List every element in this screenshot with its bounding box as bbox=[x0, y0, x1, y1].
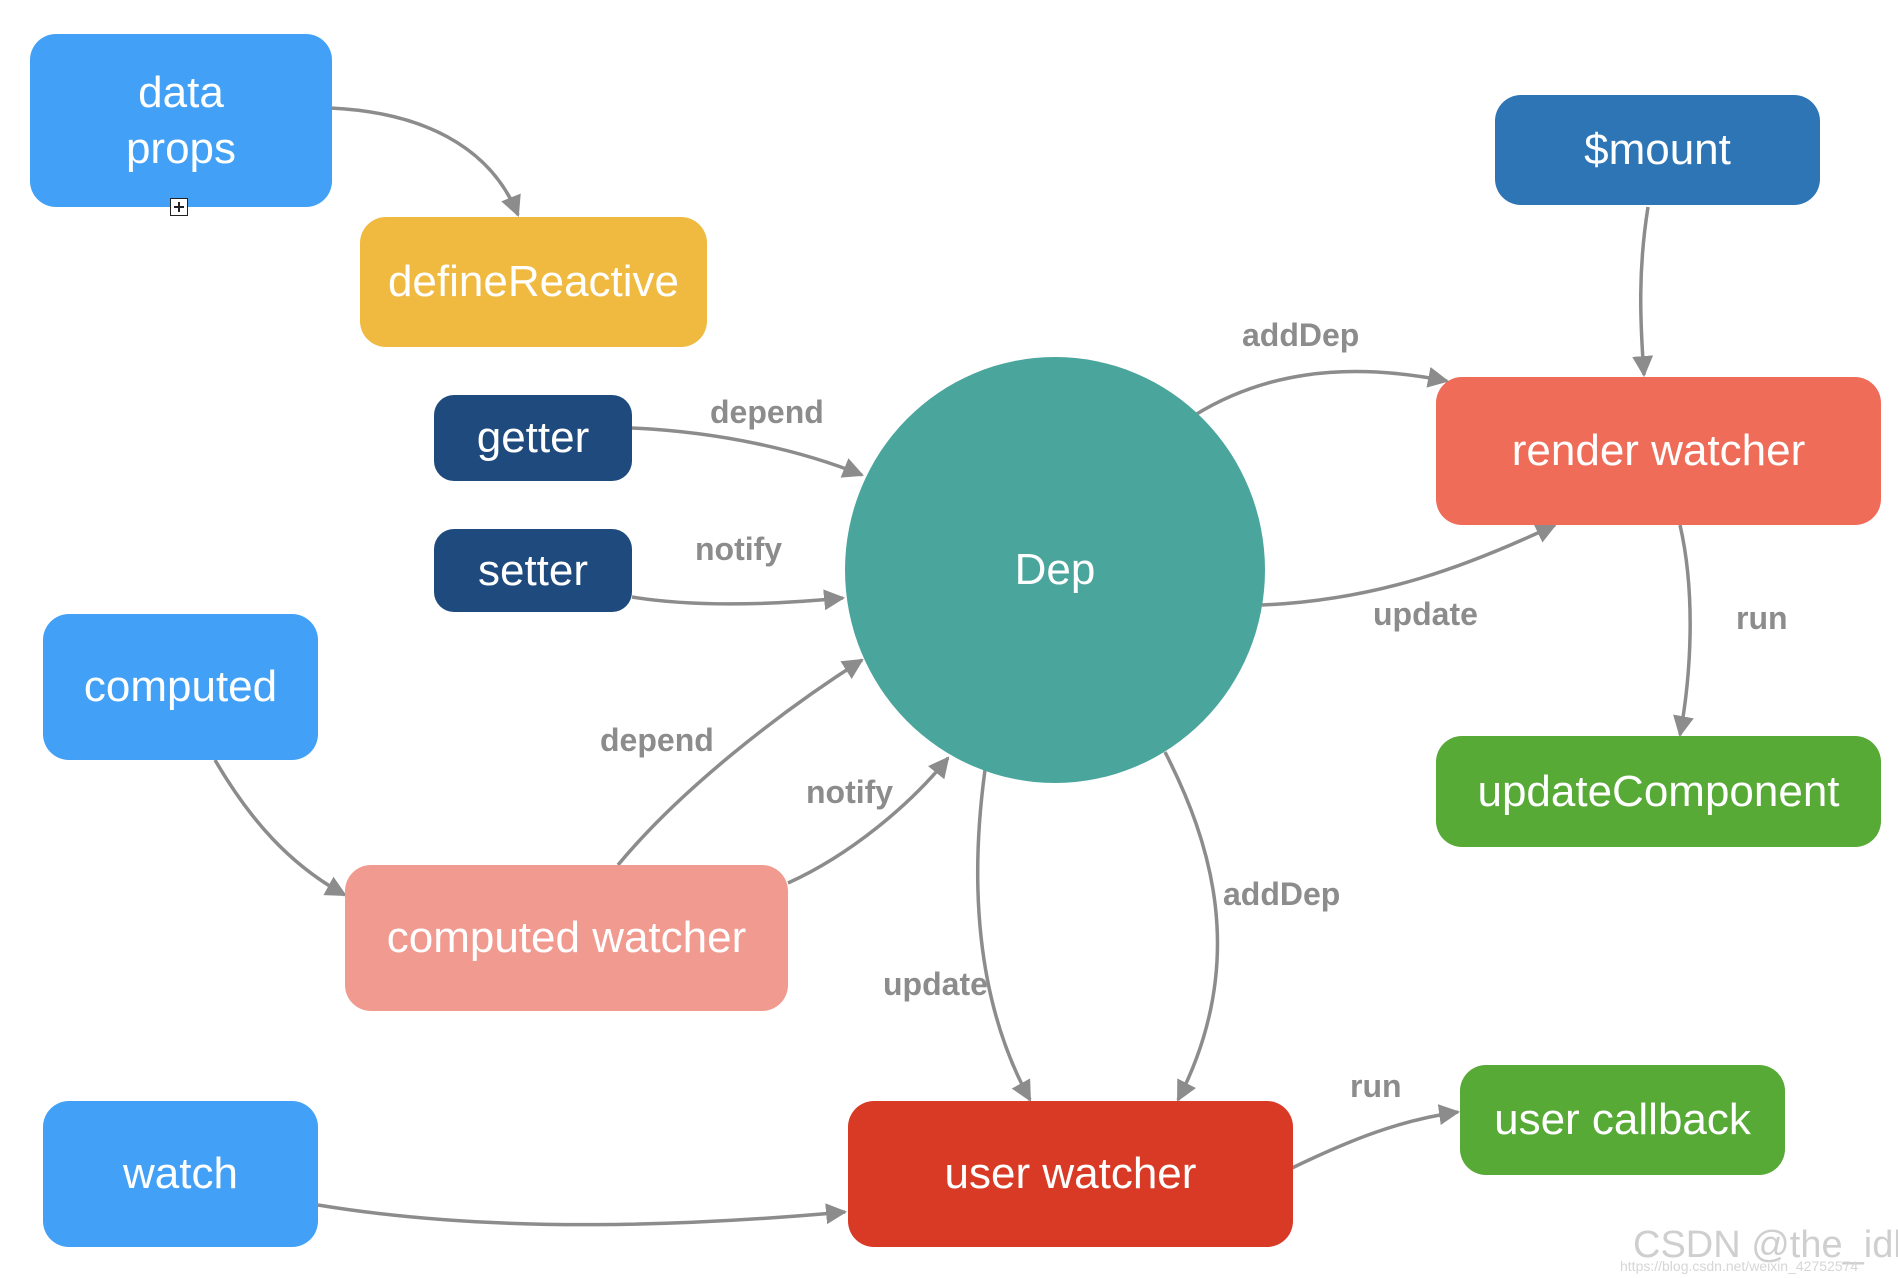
node-data-props: data props bbox=[30, 34, 332, 207]
edge-dep-userwatcher-update bbox=[975, 769, 1032, 1102]
node-setter-label: setter bbox=[477, 545, 589, 595]
node-user-watcher: user watcher bbox=[848, 1101, 1293, 1247]
edge-getter-dep-depend bbox=[631, 426, 864, 478]
expand-toggle-icon[interactable] bbox=[170, 198, 188, 216]
edge-dep-renderwatcher-adddep bbox=[1194, 367, 1450, 417]
edge-label-dep-userwatcher-update: update bbox=[883, 966, 988, 1002]
edge-label-userwatcher-run: run bbox=[1350, 1068, 1402, 1104]
watermark-text: CSDN @the_idle bbox=[1633, 1224, 1898, 1266]
edge-label-computedwatcher-depend: depend bbox=[600, 722, 714, 758]
edge-label-dep-renderwatcher-adddep: addDep bbox=[1242, 317, 1360, 353]
node-watch-label: watch bbox=[123, 1149, 238, 1198]
node-update-component: updateComponent bbox=[1436, 736, 1881, 847]
node-mount-label: $mount bbox=[1584, 125, 1731, 174]
node-setter: setter bbox=[434, 529, 632, 612]
edge-dep-renderwatcher-update bbox=[1261, 523, 1557, 607]
node-watch: watch bbox=[43, 1101, 318, 1247]
node-update-component-label: updateComponent bbox=[1477, 766, 1840, 816]
edge-dataprops-definereactive bbox=[329, 106, 521, 217]
node-user-callback-label: user callback bbox=[1494, 1095, 1751, 1144]
node-computed-label: computed bbox=[83, 662, 278, 711]
edge-label-dep-userwatcher-adddep: addDep bbox=[1223, 876, 1341, 912]
node-dep-label: Dep bbox=[1014, 545, 1096, 594]
edge-label-dep-renderwatcher-update: update bbox=[1373, 596, 1478, 632]
node-define-reactive-label: defineReactive bbox=[387, 257, 680, 306]
edge-computedwatcher-dep-notify bbox=[787, 756, 950, 885]
edge-label-setter-notify: notify bbox=[695, 531, 783, 567]
edge-dep-userwatcher-adddep bbox=[1163, 751, 1220, 1102]
node-render-watcher-label: render watcher bbox=[1511, 426, 1806, 475]
node-define-reactive: defineReactive bbox=[360, 217, 707, 347]
edge-computedwatcher-dep-depend bbox=[616, 658, 864, 867]
node-mount: $mount bbox=[1495, 95, 1820, 205]
watermark-url: https://blog.csdn.net/weixin_42752574 bbox=[1620, 1258, 1859, 1274]
edge-computed-computedwatcher bbox=[213, 759, 347, 897]
node-user-callback: user callback bbox=[1460, 1065, 1785, 1175]
edge-label-computedwatcher-notify: notify bbox=[806, 774, 894, 810]
node-getter-label: getter bbox=[476, 413, 590, 462]
edge-setter-dep-notify bbox=[631, 589, 846, 611]
node-data-props-line-2: props bbox=[125, 123, 237, 173]
node-computed-watcher-label: computed watcher bbox=[386, 913, 747, 962]
edge-mount-renderwatcher bbox=[1632, 206, 1654, 378]
node-computed-watcher: computed watcher bbox=[345, 865, 788, 1011]
node-computed: computed bbox=[43, 614, 318, 760]
node-render-watcher: render watcher bbox=[1436, 377, 1881, 525]
node-dep: Dep bbox=[845, 357, 1265, 783]
node-getter: getter bbox=[434, 395, 632, 481]
edge-watch-userwatcher bbox=[317, 1203, 848, 1227]
edge-label-renderwatcher-run: run bbox=[1736, 600, 1788, 636]
edge-renderwatcher-updatecomponent-run bbox=[1673, 524, 1694, 738]
edge-label-getter-depend: depend bbox=[710, 394, 824, 430]
node-data-props-line-1: data bbox=[138, 67, 224, 117]
edge-userwatcher-usercallback-run bbox=[1291, 1104, 1461, 1170]
node-user-watcher-label: user watcher bbox=[944, 1149, 1197, 1198]
